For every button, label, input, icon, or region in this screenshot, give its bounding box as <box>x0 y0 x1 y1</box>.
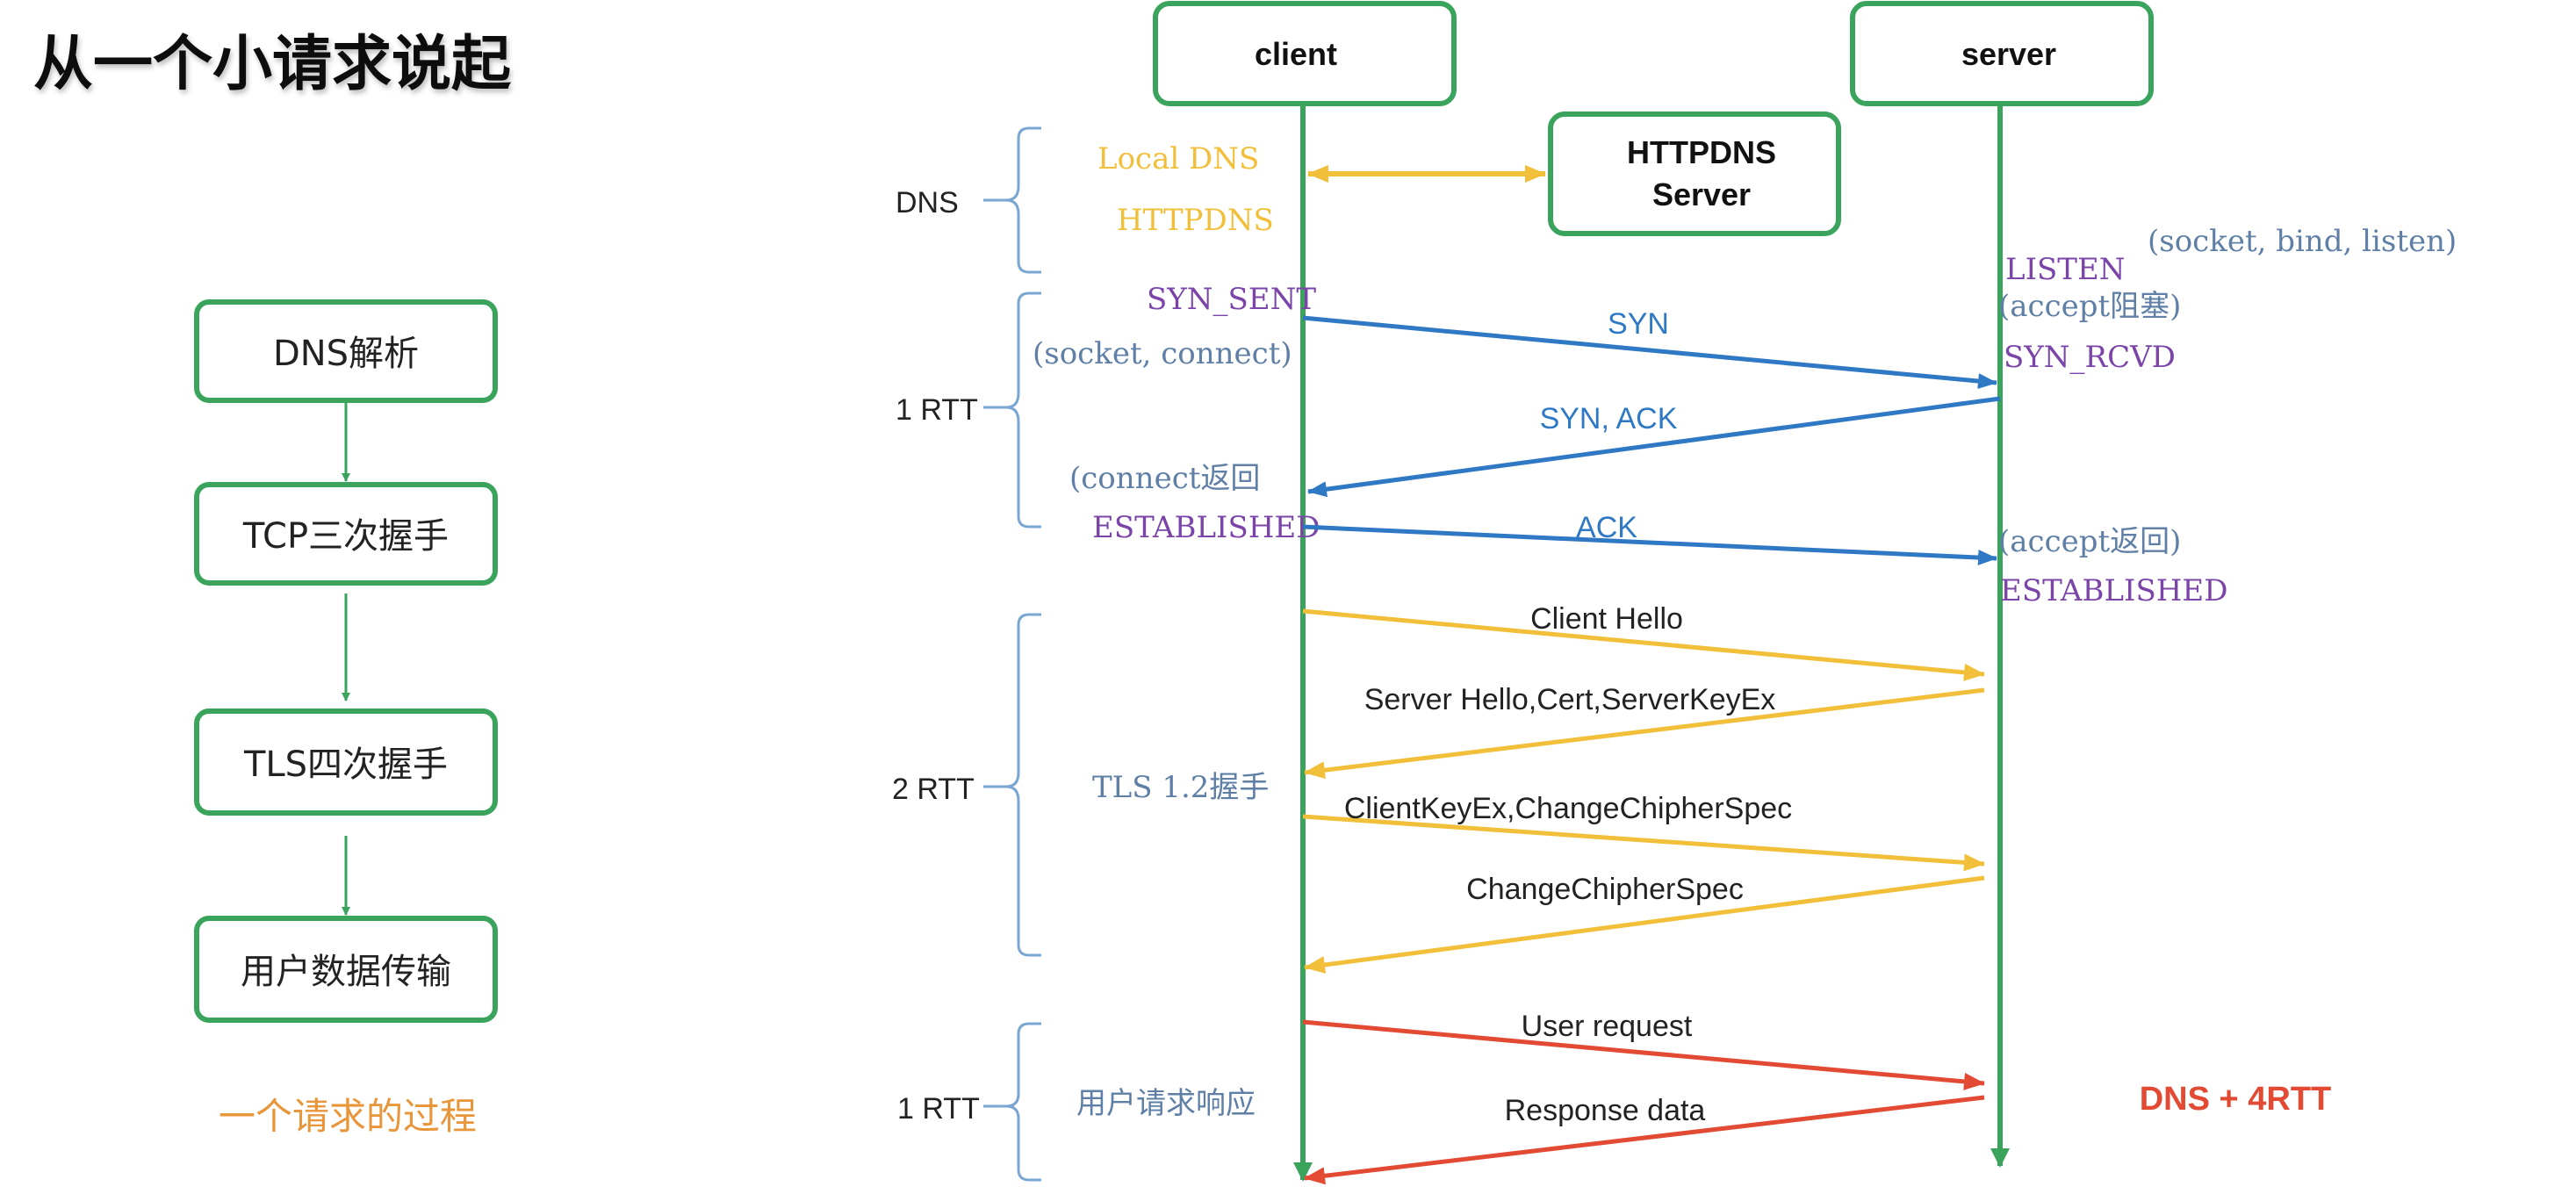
process-caption: 一个请求的过程 <box>219 1095 477 1138</box>
client-key-ex-arrow <box>1302 814 1985 872</box>
phase-brace-tcp <box>1005 291 1041 529</box>
server-state-syn-rcvd: SYN_RCVD <box>2004 340 2176 375</box>
participants: client server HTTPDNS Server <box>1153 1 2154 236</box>
tls-handshake-label: TLS 1.2握手 <box>1092 770 1269 805</box>
phase-brace-data <box>1005 1022 1041 1182</box>
client-note-connect-return: (connect返回 <box>1069 461 1260 496</box>
syn-arrow <box>1302 315 1997 390</box>
phase-label-dns: DNS <box>896 186 959 219</box>
client-key-ex-label: ClientKeyEx,ChangeChipherSpec <box>1344 792 1792 825</box>
process-step-tls <box>194 708 498 816</box>
phase-label-tls: 2 RTT <box>892 773 975 806</box>
httpdns-server-label-line2: Server <box>1652 176 1751 212</box>
client-note-socket-connect: (socket, connect) <box>1033 336 1292 371</box>
httpdns-label: HTTPDNS <box>1117 203 1274 238</box>
process-step-dns-label: DNS解析 <box>273 334 419 374</box>
client-hello-arrow <box>1302 608 1985 681</box>
syn-label: SYN <box>1608 307 1669 341</box>
user-request-arrow <box>1302 1019 1985 1090</box>
local-dns-label: Local DNS <box>1097 141 1259 176</box>
server-hello-arrow <box>1304 687 1985 780</box>
change-cipher-spec-arrow <box>1304 875 1985 974</box>
page-title: 从一个小请求说起 <box>33 30 512 99</box>
phase-brace-tls <box>1005 613 1041 957</box>
syn-ack-arrow <box>1307 396 2001 498</box>
tls-section: Client Hello Server Hello,Cert,ServerKey… <box>1092 602 1985 974</box>
httpdns-server-box <box>1548 111 1841 236</box>
server-state-listen: LISTEN <box>2005 252 2126 287</box>
httpdns-server-label-line1: HTTPDNS <box>1627 134 1776 170</box>
change-cipher-spec-label: ChangeChipherSpec <box>1466 873 1744 906</box>
server-note-socket-bind-listen: (socket, bind, listen) <box>2148 224 2457 259</box>
phase-label-data: 1 RTT <box>897 1092 980 1126</box>
client-state-established: ESTABLISHED <box>1092 510 1320 545</box>
process-step-tcp-label: TCP三次握手 <box>242 516 449 557</box>
process-step-tcp <box>194 482 498 586</box>
response-data-arrow <box>1304 1095 1985 1185</box>
user-request-label: User request <box>1522 1010 1693 1043</box>
server-note-accept-block: (accept阻塞) <box>1998 289 2181 324</box>
server-hello-label: Server Hello,Cert,ServerKeyEx <box>1364 683 1776 716</box>
server-note-accept-return: (accept返回) <box>1998 524 2181 559</box>
client-hello-label: Client Hello <box>1530 602 1683 636</box>
ack-label: ACK <box>1576 511 1637 544</box>
tcp-section: SYN_SENT (socket, connect) (socket, bind… <box>1033 224 2457 608</box>
dns-section: Local DNS HTTPDNS <box>1097 141 1546 238</box>
client-label: client <box>1255 36 1337 72</box>
phase-label-tcp: 1 RTT <box>896 393 978 427</box>
response-data-label: Response data <box>1505 1094 1706 1127</box>
ack-arrow <box>1302 524 1997 566</box>
user-request-response-label: 用户请求响应 <box>1076 1086 1256 1121</box>
syn-ack-label: SYN, ACK <box>1540 402 1678 435</box>
process-step-data-label: 用户数据传输 <box>241 952 451 992</box>
process-step-tls-label: TLS四次握手 <box>243 744 448 785</box>
total-cost-label: DNS + 4RTT <box>2140 1081 2332 1118</box>
server-state-established: ESTABLISHED <box>2000 573 2228 608</box>
process-step-data <box>194 916 498 1023</box>
server-label: server <box>1961 36 2056 72</box>
phase-brace-dns <box>1005 126 1041 274</box>
phase-braces: DNS 1 RTT 2 RTT 1 RTT <box>892 126 1041 1182</box>
process-flow: DNS解析 TCP三次握手 TLS四次握手 用户数据传输 一个请求的过程 <box>194 299 498 1138</box>
data-section: 用户请求响应 User request Response data DNS + … <box>1076 1010 2332 1185</box>
process-step-dns <box>194 299 498 403</box>
client-state-syn-sent: SYN_SENT <box>1147 282 1316 317</box>
